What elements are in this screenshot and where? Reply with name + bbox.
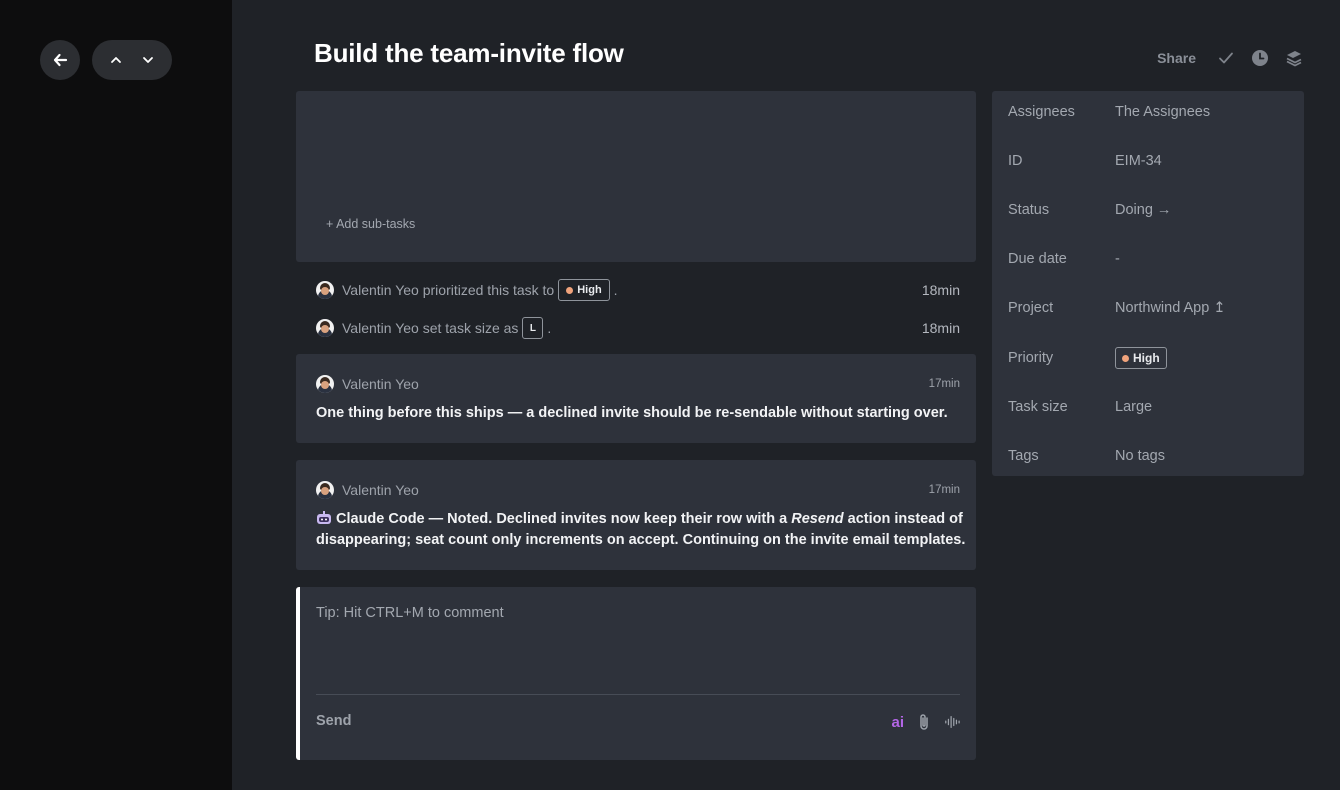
property-id: ID EIM-34 [1008, 151, 1298, 171]
task-pager [92, 40, 172, 80]
due-date-picker[interactable]: - [1115, 251, 1120, 267]
activity-actor: Valentin Yeo [342, 282, 419, 298]
property-assignees: Assignees The Assignees [1008, 102, 1298, 122]
task-size-picker[interactable]: Large [1115, 399, 1153, 415]
property-label: ID [1008, 153, 1023, 169]
add-subtasks-button[interactable]: + Add sub-tasks [326, 217, 416, 231]
page-title: Build the team-invite flow [314, 38, 624, 68]
project-link[interactable]: Northwind App ↥ [1115, 300, 1226, 316]
activity-suffix: . [547, 320, 552, 336]
comment-composer: Send ai [296, 587, 976, 760]
robot-icon [317, 511, 331, 524]
chevron-up-icon [111, 57, 121, 63]
composer-tools: ai [891, 712, 960, 732]
subtasks-card: + Add sub-tasks [296, 91, 976, 262]
agent-name: Claude Code [336, 511, 425, 527]
clock-icon [1252, 50, 1268, 66]
priority-picker[interactable]: High [1115, 347, 1167, 369]
assignees-picker[interactable]: The Assignees [1115, 104, 1211, 120]
task-id-value: EIM-34 [1115, 153, 1162, 169]
activity-time: 18min [921, 320, 960, 336]
comment-body: Claude Code — Noted. Declined invites no… [316, 509, 966, 551]
history-button[interactable] [1250, 48, 1270, 68]
priority-value: High [1133, 351, 1160, 365]
property-status: Status Doing → [1008, 200, 1298, 220]
property-priority: Priority High [1008, 347, 1298, 369]
property-label: Project [1008, 300, 1054, 316]
comment: Valentin Yeo 17min One thing before this… [296, 354, 976, 443]
tags-picker[interactable]: No tags [1115, 448, 1165, 464]
waveform-icon [945, 716, 960, 728]
comment-header: Valentin Yeo 17min [316, 374, 960, 394]
property-project: Project Northwind App ↥ [1008, 298, 1298, 318]
property-label: Status [1008, 202, 1050, 218]
property-label: Due date [1008, 251, 1067, 267]
previous-task-button[interactable] [102, 46, 130, 74]
comment-time: 17min [928, 484, 960, 496]
comment-text: — Noted. Declined invites now keep their… [424, 511, 792, 527]
attach-button[interactable] [916, 713, 932, 731]
send-button[interactable]: Send [316, 713, 352, 729]
priority-dot-icon [566, 286, 574, 294]
task-properties-panel: Assignees The Assignees ID EIM-34 Status… [992, 91, 1304, 476]
property-due-date: Due date - [1008, 249, 1298, 269]
comment-header: Valentin Yeo 17min [316, 480, 960, 500]
ai-assist-button[interactable]: ai [891, 713, 904, 731]
activity-item: Valentin Yeo prioritized this task to Hi… [316, 278, 960, 302]
property-label: Assignees [1008, 104, 1075, 120]
back-button[interactable] [40, 40, 80, 80]
composer-divider [316, 694, 960, 695]
priority-badge-label: High [577, 284, 602, 296]
comment-emphasis: Resend [791, 511, 844, 527]
comment-input[interactable] [316, 605, 960, 685]
avatar [316, 481, 334, 499]
mark-done-button[interactable] [1216, 48, 1236, 68]
status-picker[interactable]: Doing → [1115, 202, 1172, 218]
header-actions: Share [1157, 46, 1304, 70]
chevron-down-icon [143, 57, 153, 63]
property-label: Tags [1008, 448, 1039, 464]
comment-author: Valentin Yeo [342, 376, 419, 392]
layers-icon [1286, 51, 1302, 67]
property-label: Task size [1008, 399, 1068, 415]
comment-body: One thing before this ships — a declined… [316, 405, 948, 421]
check-icon [1219, 52, 1233, 64]
task-size-badge: L [522, 317, 544, 339]
property-task-size: Task size Large [1008, 397, 1298, 417]
property-label: Priority [1008, 350, 1054, 366]
comment-text: action instead of disappearing; seat cou… [316, 511, 966, 548]
comment-time: 17min [928, 378, 960, 390]
activity-text: prioritized this task to [422, 282, 555, 298]
voice-input-button[interactable] [944, 713, 960, 731]
left-rail [0, 0, 232, 790]
avatar [316, 375, 334, 393]
arrow-left-icon [53, 53, 68, 67]
avatar [316, 319, 334, 337]
comment-author: Valentin Yeo [342, 482, 419, 498]
activity-suffix: . [613, 282, 618, 298]
priority-badge: High [558, 279, 610, 301]
comment: Valentin Yeo 17min Claude Code — Noted. … [296, 460, 976, 570]
avatar [316, 281, 334, 299]
activity-time: 18min [921, 282, 960, 298]
next-task-button[interactable] [134, 46, 162, 74]
activity-item: Valentin Yeo set task size as L . 18min [316, 316, 960, 340]
property-tags: Tags No tags [1008, 446, 1298, 466]
activity-text: set task size as [422, 320, 519, 336]
layers-button[interactable] [1284, 48, 1304, 68]
activity-actor: Valentin Yeo [342, 320, 419, 336]
share-button[interactable]: Share [1157, 50, 1196, 66]
priority-dot-icon [1122, 354, 1129, 362]
paperclip-icon [920, 714, 928, 730]
